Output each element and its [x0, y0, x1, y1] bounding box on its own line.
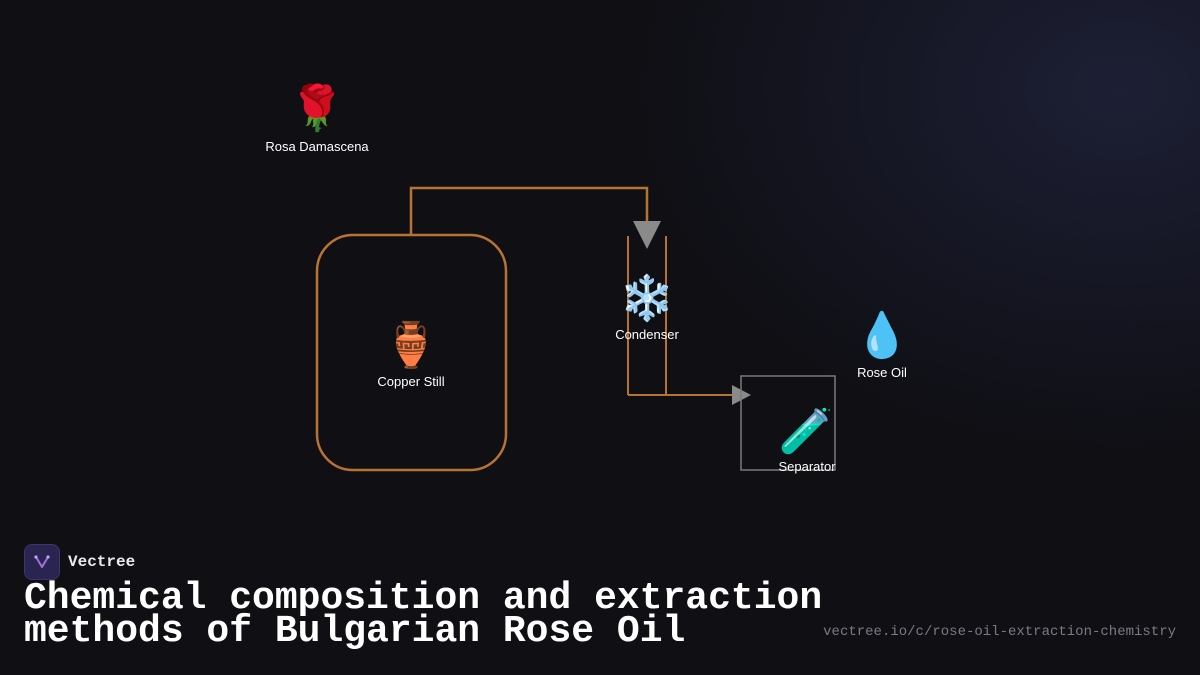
still-to-condenser-pipe [409, 186, 649, 235]
page-title: Chemical composition and extraction meth… [24, 580, 824, 651]
brand: Vectree [24, 544, 135, 580]
condenser-label: Condenser [615, 327, 679, 342]
separator-label: Separator [778, 459, 836, 474]
title-line-1: Chemical composition and extraction [24, 577, 823, 620]
rosa-damascena-label: Rosa Damascena [265, 139, 369, 154]
rose-oil-label: Rose Oil [857, 365, 907, 380]
source-url: vectree.io/c/rose-oil-extraction-chemist… [823, 624, 1176, 640]
snowflake-icon: ❄️ [620, 273, 675, 324]
droplet-icon: 💧 [855, 310, 910, 361]
copper-still-label: Copper Still [377, 374, 444, 389]
vectree-logo-icon [24, 544, 60, 580]
test-tube-icon: 🧪 [779, 406, 834, 457]
rose-icon: 🌹 [290, 81, 345, 134]
amphora-icon: 🏺 [384, 320, 439, 371]
separator-box [740, 375, 836, 471]
down-arrow-icon [633, 221, 661, 249]
title-line-2: methods of Bulgarian Rose Oil [24, 610, 686, 653]
brand-name: Vectree [68, 553, 136, 571]
process-diagram: 🌹 Rosa Damascena 🏺 Copper Still ❄️ Conde… [265, 81, 910, 474]
